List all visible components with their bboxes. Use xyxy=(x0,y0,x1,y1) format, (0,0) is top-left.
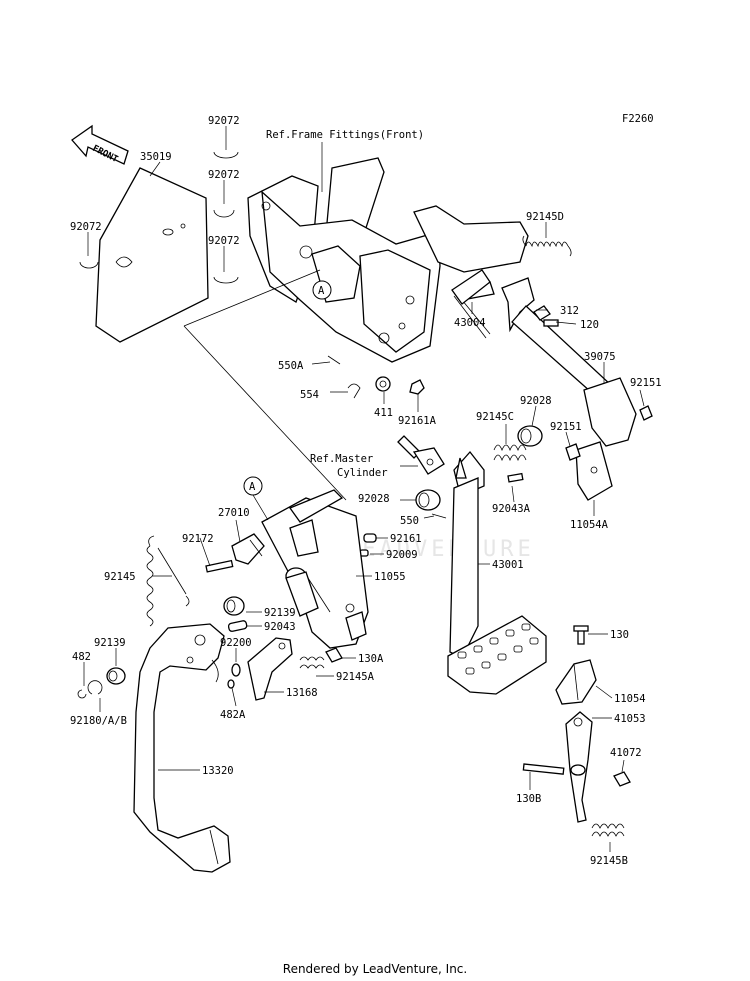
bracket-11054 xyxy=(555,625,597,705)
callout-a-top-label: A xyxy=(318,285,325,297)
circlip-icon xyxy=(77,680,103,699)
part-label: 92161 xyxy=(390,533,422,545)
bracket-11055 xyxy=(261,489,369,649)
switch-27010 xyxy=(205,533,265,573)
ref-master-cylinder-1: Ref.Master xyxy=(310,453,373,465)
part-label: 41072 xyxy=(610,747,642,759)
part-label: 43001 xyxy=(492,559,524,571)
part-label: 554 xyxy=(300,389,319,401)
part-label: 312 xyxy=(560,305,579,317)
diagram-code: F2260 xyxy=(622,113,654,125)
part-label: 92200 xyxy=(220,637,252,649)
part-label: 92072 xyxy=(208,115,240,127)
part-label: 120 xyxy=(580,319,599,331)
part-label: 92028 xyxy=(358,493,390,505)
callout-a-bottom: A xyxy=(243,476,269,521)
lever-13168 xyxy=(227,637,293,701)
pin-92043A xyxy=(507,472,524,483)
part-label: 92072 xyxy=(208,235,240,247)
part-label: 92072 xyxy=(208,169,240,181)
ref-frame-fittings: Ref.Frame Fittings(Front) xyxy=(266,129,424,141)
part-label: 92028 xyxy=(520,395,552,407)
part-label: 550A xyxy=(278,360,304,372)
clip-icon xyxy=(79,151,239,284)
spring-92145 xyxy=(146,535,190,627)
part-label: 482A xyxy=(220,709,246,721)
part-label: 92145C xyxy=(476,411,514,423)
part-label: 92161A xyxy=(398,415,437,427)
part-label: 550 xyxy=(400,515,419,527)
small-hardware xyxy=(327,305,653,557)
spring-92145B xyxy=(591,823,625,837)
part-label: 92072 xyxy=(70,221,102,233)
part-label: 13168 xyxy=(286,687,318,699)
part-label: 11054 xyxy=(614,693,646,705)
part-label: 43004 xyxy=(454,317,486,329)
part-label: 92151 xyxy=(630,377,662,389)
part-label: 41053 xyxy=(614,713,646,725)
part-label: 13320 xyxy=(202,765,234,777)
part-label: 35019 xyxy=(140,151,172,163)
part-label: 92145A xyxy=(336,671,375,683)
callout-a-bottom-label: A xyxy=(249,481,256,493)
part-label: 92180/A/B xyxy=(70,715,127,727)
part-label: 92043A xyxy=(492,503,531,515)
part-label: 39075 xyxy=(584,351,616,363)
footer-credit: Rendered by LeadVenture, Inc. xyxy=(282,962,468,976)
part-label: 92145B xyxy=(590,855,628,867)
part-label: 92145 xyxy=(104,571,136,583)
pedal-pad-studs xyxy=(457,623,539,675)
part-label: 130B xyxy=(516,793,541,805)
part-label: 92009 xyxy=(386,549,418,561)
part-label: 482 xyxy=(72,651,91,663)
callout-a-top: A xyxy=(312,280,332,300)
part-label: 92172 xyxy=(182,533,214,545)
frame-bracket xyxy=(183,157,529,501)
front-arrow-icon: FRONT xyxy=(71,124,129,165)
part-label: 92145D xyxy=(526,211,564,223)
part-label: 92043 xyxy=(264,621,296,633)
part-label: 11054A xyxy=(570,519,609,531)
part-label: 92139 xyxy=(264,607,296,619)
ref-master-cylinder-2: Cylinder xyxy=(337,467,388,479)
lever-41053 xyxy=(522,711,631,823)
part-labels: 92072 35019 92072 92072 92072 92145D 312… xyxy=(70,115,662,867)
part-label: 130A xyxy=(358,653,384,665)
clutch-pedal-13320 xyxy=(133,623,231,873)
spring-92145D xyxy=(522,235,572,257)
part-label: 11055 xyxy=(374,571,406,583)
shaft-43004 xyxy=(451,269,491,305)
part-label: 130 xyxy=(610,629,629,641)
bushing-92139 xyxy=(106,596,248,685)
part-label: 411 xyxy=(374,407,393,419)
spring-92145C xyxy=(493,444,527,462)
cover-plate-35019 xyxy=(95,167,209,343)
part-label: 92139 xyxy=(94,637,126,649)
leader-lines xyxy=(83,126,645,852)
brake-pedal-43001 xyxy=(447,277,637,695)
part-label: 92151 xyxy=(550,421,582,433)
spring-92145A xyxy=(299,647,343,669)
part-label: 27010 xyxy=(218,507,250,519)
master-cylinder-rod xyxy=(397,435,445,475)
